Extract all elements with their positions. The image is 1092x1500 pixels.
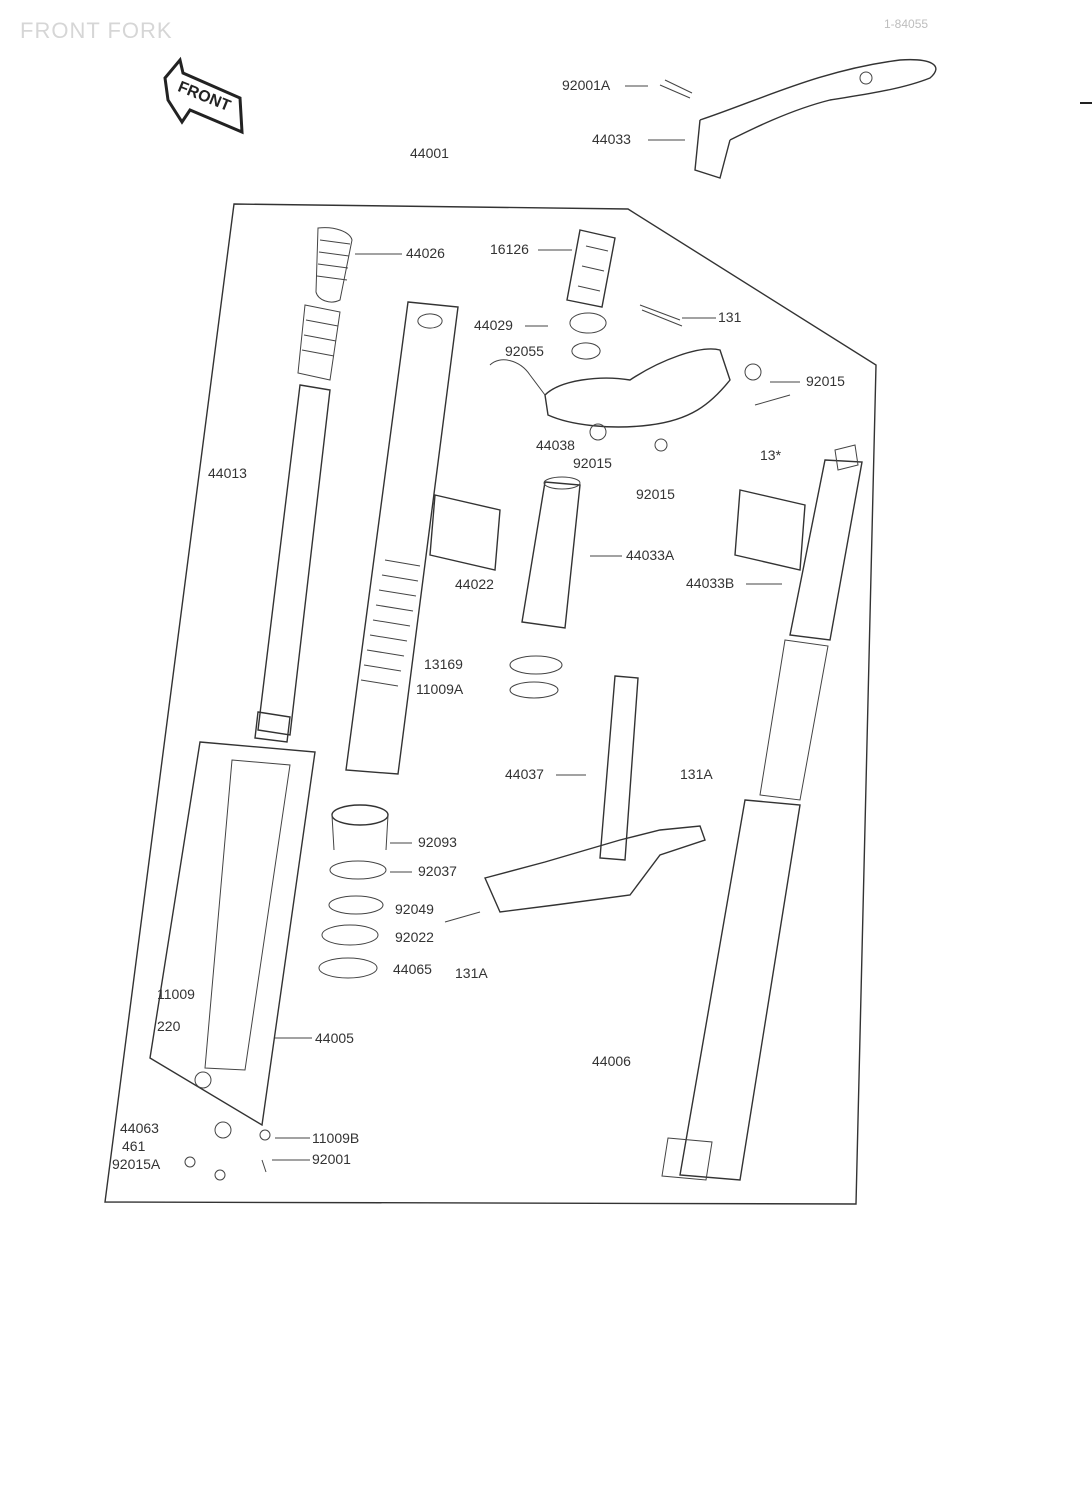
callout-44005: 44005 — [315, 1030, 354, 1046]
callout-92022: 92022 — [395, 929, 434, 945]
callout-92055: 92055 — [505, 343, 544, 359]
callout-11009b: 11009B — [312, 1130, 359, 1146]
callout-13169: 13169 — [424, 656, 463, 672]
callout-92015-center: 92015 — [636, 486, 675, 502]
callout-44033b: 44033B — [686, 575, 734, 591]
callout-92093: 92093 — [418, 834, 457, 850]
callout-44022: 44022 — [455, 576, 494, 592]
callout-44013: 44013 — [208, 465, 247, 481]
callout-labels: 92001A 44033 44001 44026 16126 44029 131… — [112, 77, 845, 1172]
callout-11009a: 11009A — [416, 681, 464, 697]
callout-92001: 92001 — [312, 1151, 351, 1167]
callout-44038: 44038 — [536, 437, 575, 453]
callout-92049: 92049 — [395, 901, 434, 917]
callout-131a-bottom: 131A — [455, 965, 488, 981]
callout-131-top: 131 — [718, 309, 742, 325]
callout-11009: 11009 — [157, 986, 195, 1002]
callout-461: 461 — [122, 1138, 146, 1154]
callout-92001a: 92001A — [562, 77, 611, 93]
fork-leg-left — [149, 741, 316, 1181]
clamp-left-part — [429, 494, 501, 571]
inner-tube-left — [254, 227, 353, 743]
fork-spring-part — [345, 301, 459, 775]
clamp-right-part — [734, 489, 806, 571]
handlebar-part — [659, 58, 937, 179]
fork-cap-part — [566, 229, 616, 308]
outer-cover-tube — [521, 476, 581, 629]
upper-bracket-part — [489, 304, 791, 452]
callout-92015-mid: 92015 — [573, 455, 612, 471]
steering-stem-part — [444, 675, 706, 923]
fork-leg-right — [661, 444, 863, 1181]
callout-13-right: 13* — [760, 447, 782, 463]
seal-stack — [318, 655, 563, 979]
callout-44037: 44037 — [505, 766, 544, 782]
callout-44063: 44063 — [120, 1120, 159, 1136]
callout-220: 220 — [157, 1018, 181, 1034]
callout-44026: 44026 — [406, 245, 445, 261]
callout-44029: 44029 — [474, 317, 513, 333]
callout-92015a: 92015A — [112, 1156, 161, 1172]
callout-16126: 16126 — [490, 241, 529, 257]
reference-code: 1-84055 — [884, 17, 928, 31]
callout-44065: 44065 — [393, 961, 432, 977]
front-direction-icon: FRONT — [163, 56, 244, 135]
callout-92015-right: 92015 — [806, 373, 845, 389]
callout-131a-right: 131A — [680, 766, 713, 782]
diagram-title: FRONT FORK — [20, 18, 173, 43]
callout-44033a: 44033A — [626, 547, 675, 563]
callout-44033: 44033 — [592, 131, 631, 147]
assembly-outline — [104, 203, 877, 1205]
leader-lines — [272, 85, 800, 1161]
callout-92037: 92037 — [418, 863, 457, 879]
callout-44001: 44001 — [410, 145, 449, 161]
callout-44006: 44006 — [592, 1053, 631, 1069]
